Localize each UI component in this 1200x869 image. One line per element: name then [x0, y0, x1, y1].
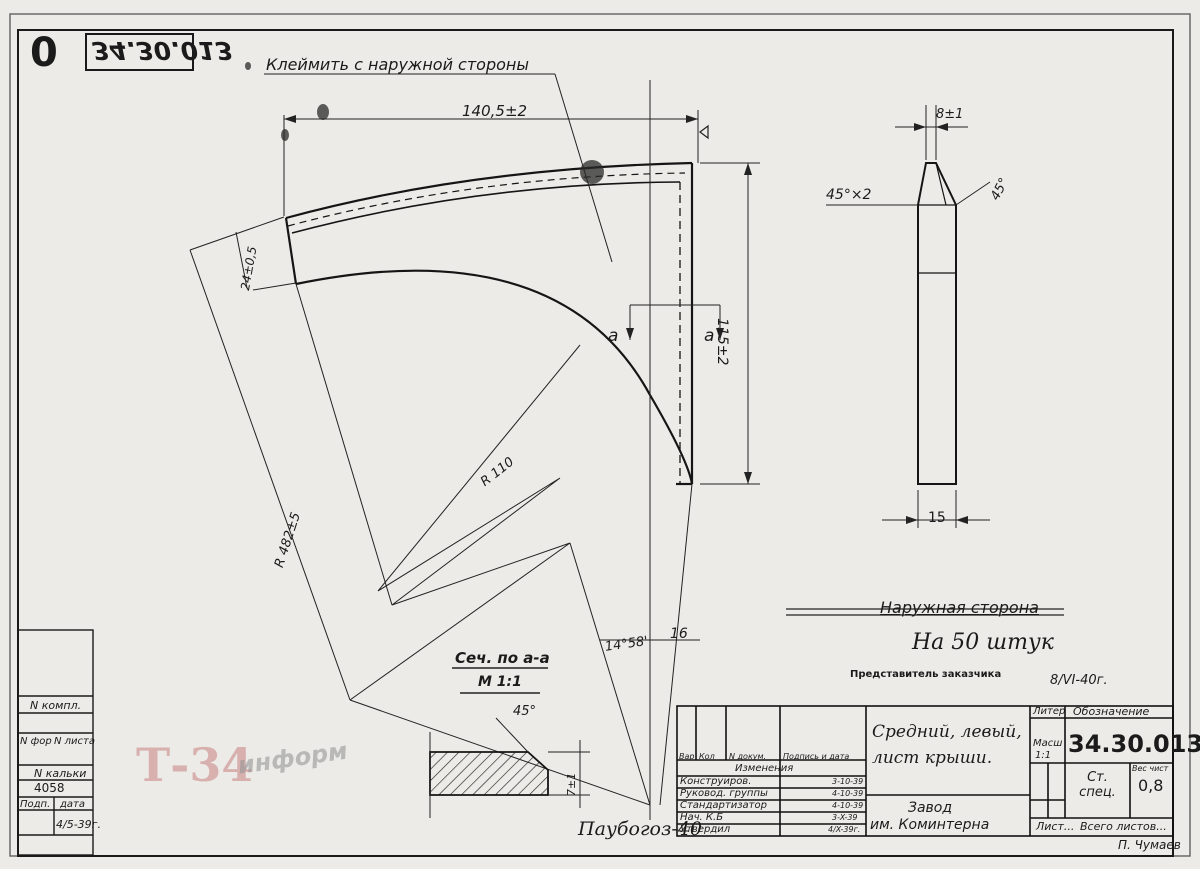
- tb-col-sign: Подпись и дата: [783, 752, 850, 761]
- tb-date-4: 3-X-39: [832, 813, 858, 822]
- tb-date-3: 4-10-39: [832, 801, 864, 810]
- copied-by: П. Чумаев: [1118, 838, 1181, 852]
- kalka-label: N кальки: [34, 767, 87, 780]
- dim-thickness-8: 8±1: [936, 107, 964, 122]
- plant-line-1: Завод: [908, 800, 953, 816]
- tb-designation: 34.30.013: [1068, 730, 1200, 758]
- side-view-arrows: [906, 123, 968, 524]
- watermark-brand: Т-34: [136, 738, 254, 792]
- stamp-instruction: Клеймить с наружной стороны: [266, 55, 529, 74]
- tb-sheet-label: Лист...: [1036, 820, 1075, 833]
- tb-sheets-total: Всего листов...: [1080, 820, 1167, 833]
- outer-side-lines: [786, 608, 1064, 616]
- datum-triangle: [699, 124, 709, 140]
- section-angle-45: 45°: [513, 704, 537, 719]
- komp-label: N компл.: [30, 699, 82, 712]
- dim-width-140: 140,5±2: [462, 102, 528, 120]
- date-label: дата: [60, 799, 85, 810]
- dim-16: 16: [670, 626, 688, 642]
- quantity-note: На 50 штук: [912, 630, 1054, 655]
- tb-role-1: Конструиров.: [680, 776, 752, 787]
- tb-date-1: 3-10-39: [832, 777, 864, 786]
- section-thickness: 7±1: [565, 772, 578, 796]
- tb-date-2: 4-10-39: [832, 789, 864, 798]
- main-frame: [17, 29, 1174, 857]
- section-mark-right: a: [704, 326, 715, 346]
- section-mark-left: a: [608, 326, 619, 346]
- section-scale: М 1:1: [478, 674, 522, 690]
- outer-side-note: Наружная сторона: [880, 598, 1039, 617]
- tb-weight-label: Вес чист: [1132, 764, 1169, 773]
- dim-chamfer: 45°×2: [826, 187, 872, 203]
- representative-date: 8/VI-40г.: [1050, 673, 1108, 688]
- tb-designation-label: Обозначение: [1073, 705, 1150, 718]
- format-mark: 0: [30, 30, 58, 76]
- left-record-strip: [17, 629, 94, 856]
- tb-date-5: 4/X-39г.: [828, 825, 861, 834]
- dimension-arrows: [284, 115, 752, 484]
- section-title: Сеч. по а-а: [455, 649, 550, 667]
- form-label: N фор: [20, 736, 52, 747]
- tb-material: Ст. спец.: [1079, 770, 1116, 800]
- title-block-grid: [676, 705, 1174, 837]
- tb-scale-value: 1:1: [1035, 750, 1052, 761]
- date-value: 4/5-39г.: [56, 818, 101, 831]
- stamp-number-box: [85, 33, 194, 71]
- side-view-dims: [826, 105, 991, 528]
- sign-label: Подп.: [20, 799, 51, 810]
- tb-col-doc: N докум.: [729, 752, 767, 761]
- part-name-line-1: Средний, левый,: [872, 722, 1022, 742]
- tb-col-kol: Кол: [699, 752, 715, 761]
- tb-changes: Изменения: [735, 763, 794, 774]
- section-view: [429, 667, 590, 818]
- tb-role-4: Нач. К.Б: [680, 812, 724, 823]
- stamp-number: 34.30.013: [92, 36, 233, 65]
- tb-role-3: Стандартизатор: [680, 800, 767, 811]
- main-part-view: [284, 161, 694, 486]
- tb-role-5: Утвердил: [680, 824, 731, 835]
- ink-smudges: [245, 62, 604, 184]
- kalka-value: 4058: [34, 781, 65, 795]
- dim-height-115: 115±2: [714, 318, 730, 366]
- sheet-no-label: N листа: [54, 736, 96, 747]
- dim-width-15: 15: [928, 510, 946, 526]
- representative-label: Представитель заказчика: [850, 669, 1002, 680]
- plant-line-2: им. Коминтерна: [870, 817, 990, 833]
- part-name-line-2: лист крыши.: [872, 748, 993, 768]
- tb-col-var: Вар: [679, 752, 695, 761]
- bottom-signature: Паубогоз-40: [578, 818, 702, 840]
- tb-scale-label: Масш: [1033, 738, 1063, 749]
- tb-litera-label: Литер: [1033, 706, 1066, 717]
- tb-role-2: Руковод. группы: [680, 788, 768, 799]
- tb-weight: 0,8: [1138, 776, 1164, 795]
